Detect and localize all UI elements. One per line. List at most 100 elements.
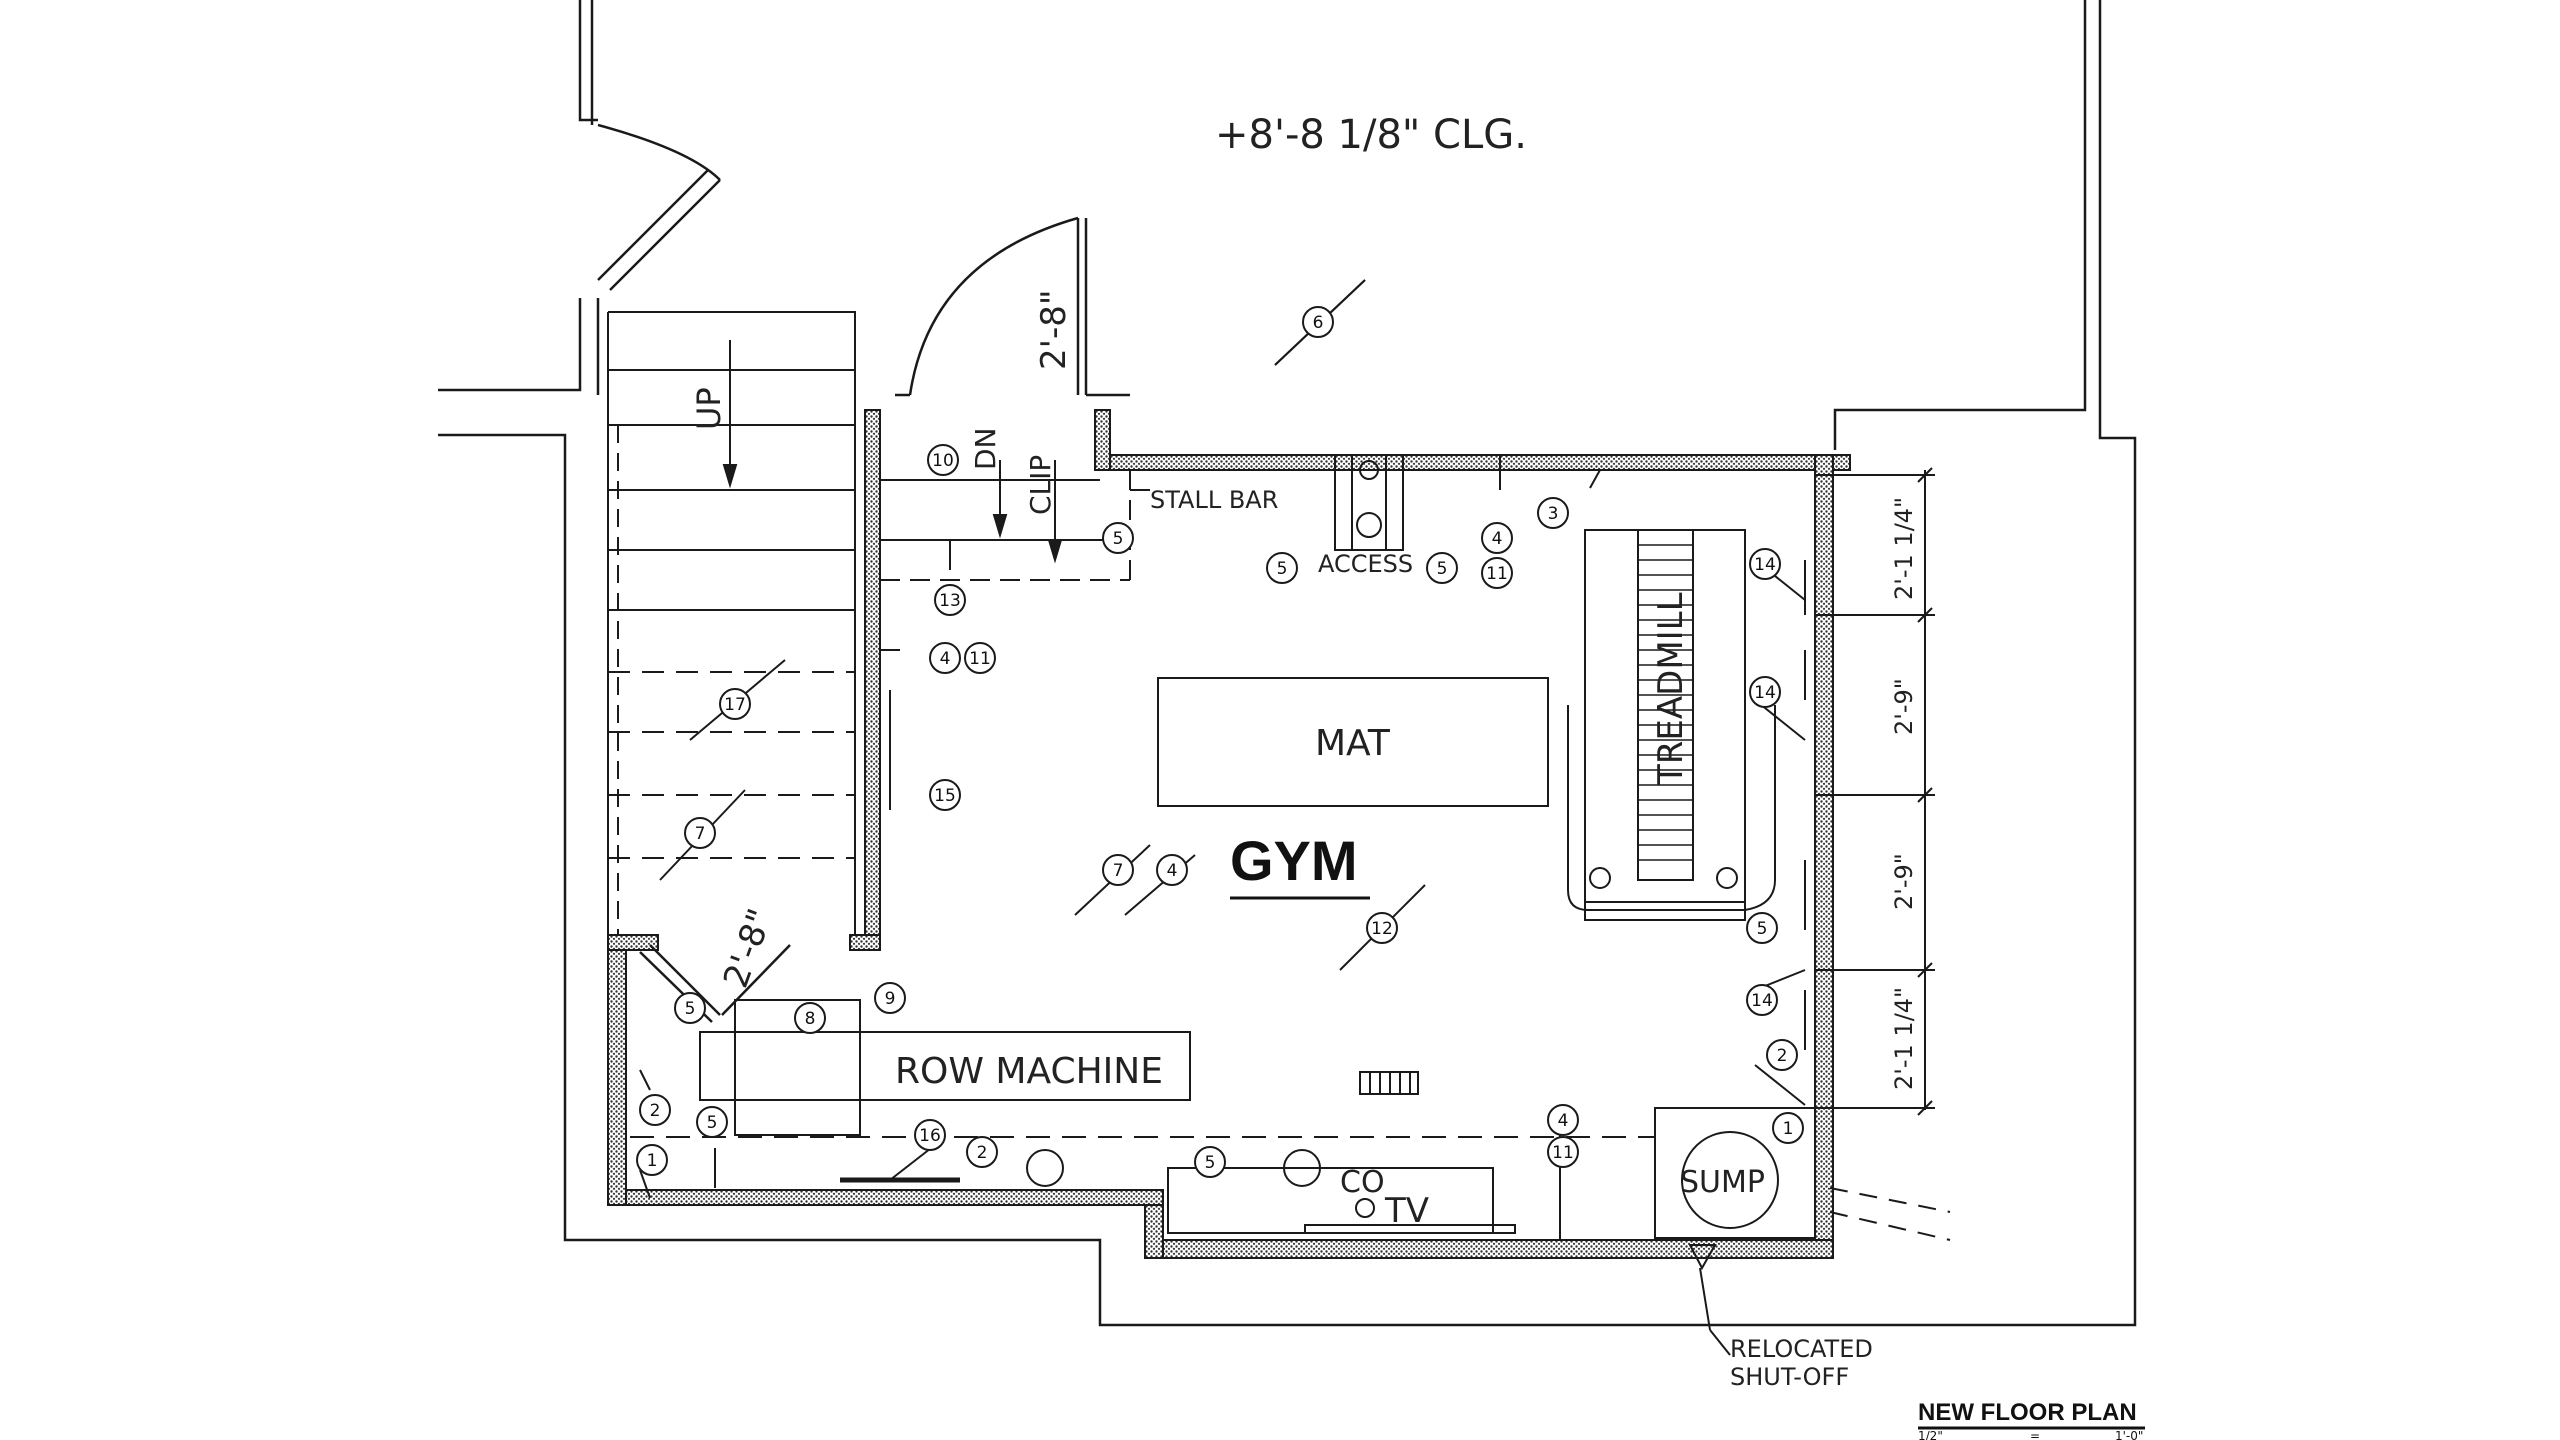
clip-label: CLIP xyxy=(1024,455,1057,515)
tag-number: 7 xyxy=(695,824,706,844)
upper-left-door xyxy=(597,123,721,291)
tag-number: 8 xyxy=(805,1009,816,1029)
tag-circle xyxy=(1266,552,1298,584)
tag-number: 5 xyxy=(685,999,696,1019)
staircase xyxy=(607,311,856,935)
up-label: UP xyxy=(690,387,728,430)
tag-circle xyxy=(966,1136,998,1168)
tag-2: 2 xyxy=(1766,1039,1798,1071)
tag-5: 5 xyxy=(1746,912,1778,944)
tag-circle xyxy=(1156,854,1188,886)
tag-circle xyxy=(934,584,966,616)
scale-right: 1'-0" xyxy=(2115,1429,2143,1440)
dimension-1: 2'-1 1/4" xyxy=(1890,497,1918,600)
tag-10: 10 xyxy=(927,444,959,476)
tag-number: 4 xyxy=(940,649,951,669)
drawing-title: NEW FLOOR PLAN xyxy=(1918,1399,2137,1426)
tag-number: 11 xyxy=(1552,1143,1574,1163)
relocated-label-1: RELOCATED xyxy=(1730,1335,1873,1363)
door-width-left: 2'-8" xyxy=(716,904,781,993)
tag-4: 4 xyxy=(1547,1104,1579,1136)
tag-number: 11 xyxy=(1486,564,1508,584)
upper-room-walls xyxy=(438,0,2137,1327)
tag-number: 13 xyxy=(939,591,961,611)
tag-circle xyxy=(1749,548,1781,580)
treadmill-label: TREADMILL xyxy=(1651,592,1691,786)
tag-number: 5 xyxy=(1205,1153,1216,1173)
tag-circle xyxy=(1772,1112,1804,1144)
dimension-4: 2'-1 1/4" xyxy=(1890,987,1918,1090)
tag-number: 15 xyxy=(934,786,956,806)
tag-number: 14 xyxy=(1754,555,1776,575)
dn-label: DN xyxy=(969,427,1002,470)
tag-number: 5 xyxy=(1757,919,1768,939)
tag-circle xyxy=(684,817,716,849)
mat xyxy=(1157,677,1549,807)
tag-circle xyxy=(639,1094,671,1126)
tag-number: 10 xyxy=(932,451,954,471)
tag-2: 2 xyxy=(966,1136,998,1168)
stall-bar-label: STALL BAR xyxy=(1150,486,1278,514)
tag-number: 2 xyxy=(1777,1046,1788,1066)
tag-circle xyxy=(927,444,959,476)
co-label: CO xyxy=(1340,1165,1385,1200)
tag-circle xyxy=(1102,854,1134,886)
tag-circle xyxy=(1537,497,1569,529)
tag-circle xyxy=(964,642,996,674)
tv-label: TV xyxy=(1384,1191,1429,1231)
tag-7: 7 xyxy=(1102,854,1134,886)
tag-circle xyxy=(719,688,751,720)
tag-number: 5 xyxy=(1113,529,1124,549)
dimension-2: 2'-9" xyxy=(1890,678,1918,735)
tag-circle xyxy=(1426,552,1458,584)
tag-circle xyxy=(1102,522,1134,554)
leader-lines xyxy=(639,455,1601,1199)
tag-number: 9 xyxy=(885,989,896,1009)
tag-number: 6 xyxy=(1313,313,1324,333)
tag-17: 17 xyxy=(719,688,751,720)
tag-number: 1 xyxy=(1783,1119,1794,1139)
tag-5: 5 xyxy=(1266,552,1298,584)
tag-1: 1 xyxy=(1772,1112,1804,1144)
tag-circle xyxy=(1749,676,1781,708)
room-name: GYM xyxy=(1230,829,1358,892)
tag-13: 13 xyxy=(934,584,966,616)
tag-number: 5 xyxy=(1437,559,1448,579)
tag-3: 3 xyxy=(1537,497,1569,529)
tag-circle xyxy=(1302,306,1334,338)
tag-number: 11 xyxy=(969,649,991,669)
tag-circle xyxy=(1547,1136,1579,1168)
access-label: ACCESS xyxy=(1318,550,1413,578)
row-machine-label: ROW MACHINE xyxy=(895,1051,1163,1092)
tag-number: 12 xyxy=(1371,919,1393,939)
upper-door xyxy=(895,216,1130,397)
tag-number: 3 xyxy=(1548,504,1559,524)
tag-5: 5 xyxy=(1426,552,1458,584)
tag-circle xyxy=(1547,1104,1579,1136)
tag-11: 11 xyxy=(1547,1136,1579,1168)
sump-label: SUMP xyxy=(1680,1165,1765,1200)
tag-8: 8 xyxy=(794,1002,826,1034)
tag-11: 11 xyxy=(1481,557,1513,589)
tag-14: 14 xyxy=(1746,984,1778,1016)
access-panel xyxy=(1130,454,1404,551)
tag-number: 7 xyxy=(1113,861,1124,881)
tag-circle xyxy=(1366,912,1398,944)
tag-circle xyxy=(1746,912,1778,944)
tag-number: 16 xyxy=(919,1126,941,1146)
tag-number: 14 xyxy=(1751,991,1773,1011)
tag-circle xyxy=(929,779,961,811)
tag-1: 1 xyxy=(636,1144,668,1176)
tag-number: 4 xyxy=(1492,529,1503,549)
scale-left: 1/2" xyxy=(1918,1429,1943,1440)
tag-5: 5 xyxy=(1194,1146,1226,1178)
tag-5: 5 xyxy=(1102,522,1134,554)
tag-number: 4 xyxy=(1167,861,1178,881)
tag-5: 5 xyxy=(696,1106,728,1138)
tag-4: 4 xyxy=(929,642,961,674)
tag-circle xyxy=(1481,522,1513,554)
dimension-string xyxy=(1804,467,1935,1116)
tag-16: 16 xyxy=(914,1119,946,1151)
